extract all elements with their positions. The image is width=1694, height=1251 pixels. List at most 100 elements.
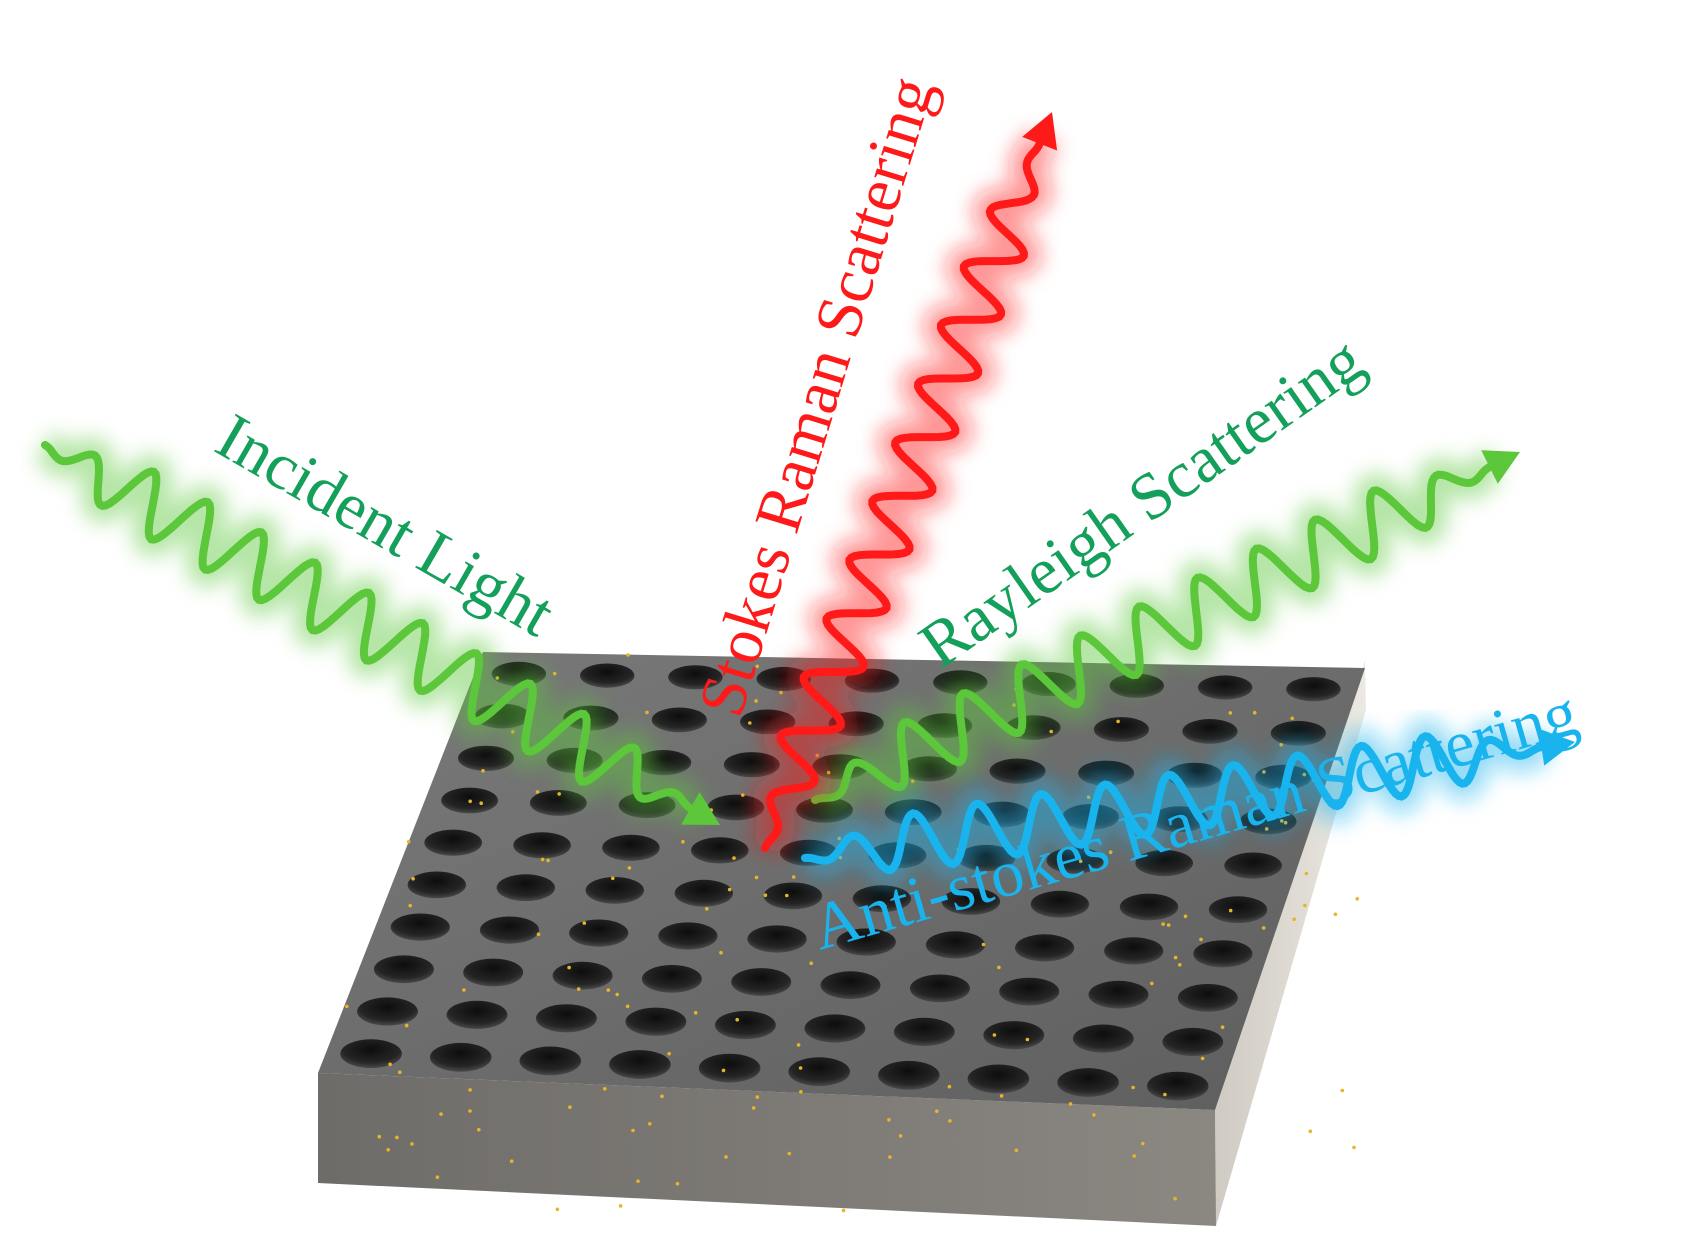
particle-dot <box>411 876 415 881</box>
particle-dot <box>798 1066 803 1070</box>
pore-hole <box>1208 896 1268 924</box>
particle-dot <box>755 1095 760 1099</box>
particle-dot <box>576 987 581 991</box>
pore-hole <box>513 832 571 859</box>
pore-hole <box>602 834 660 861</box>
particle-dot <box>935 1109 939 1113</box>
particle-dot <box>567 965 571 970</box>
particle-dot <box>395 1135 399 1140</box>
pore-hole <box>983 1021 1045 1050</box>
pore-hole <box>496 874 555 902</box>
particle-dot <box>1049 729 1053 734</box>
pore-hole <box>925 931 986 959</box>
particle-dot <box>462 988 466 992</box>
particle-dot <box>345 1004 349 1009</box>
particle-dot <box>1252 710 1257 715</box>
particle-dot <box>1183 914 1188 919</box>
particle-dot <box>667 1051 671 1056</box>
particle-dot <box>568 1105 572 1109</box>
particle-dot <box>1014 1148 1019 1153</box>
substrate-front-face <box>318 1073 1216 1226</box>
pore-hole <box>1057 1068 1119 1097</box>
pore-hole <box>552 961 613 990</box>
particle-dot <box>1303 903 1307 908</box>
particle-dot <box>552 671 557 676</box>
particle-dot <box>796 1043 801 1047</box>
pore-hole <box>1270 720 1326 746</box>
particle-dot <box>724 1155 728 1159</box>
particle-dot <box>1141 1141 1145 1146</box>
particle-dot <box>398 1070 402 1075</box>
particle-dot <box>741 793 745 797</box>
particle-dot <box>1200 1056 1205 1061</box>
wave-layer <box>35 112 1575 888</box>
pore-hole <box>989 758 1046 784</box>
particle-dot <box>981 942 986 947</box>
particle-dot <box>1068 1102 1073 1106</box>
particle-dot <box>675 1181 680 1186</box>
pore-hole <box>424 829 483 856</box>
antistokes-raman-wave <box>801 732 1553 875</box>
particle-dot <box>1199 937 1203 942</box>
pore-hole <box>788 1057 850 1087</box>
particle-dot <box>540 857 545 862</box>
particle-dot <box>1290 716 1294 721</box>
pore-hole <box>585 877 644 904</box>
pore-hole <box>941 888 1001 915</box>
particle-dot <box>754 875 759 880</box>
pore-hole <box>698 1053 761 1083</box>
particle-dot <box>645 710 649 715</box>
particle-dot <box>557 792 561 796</box>
particle-dot <box>1161 922 1165 926</box>
pore-hole <box>536 1004 597 1033</box>
particle-dot <box>1025 1037 1030 1042</box>
particle-dot <box>1178 963 1182 967</box>
particle-dot <box>809 961 813 965</box>
antistokes-arrowhead <box>1538 728 1575 766</box>
pore-hole <box>463 958 524 987</box>
pore-hole <box>1072 1024 1134 1053</box>
particle-dot <box>615 992 619 997</box>
pore-hole <box>407 871 466 899</box>
pore-hole <box>1104 937 1164 965</box>
particle-dot <box>582 921 587 925</box>
pore-hole <box>625 1007 687 1036</box>
particle-dot <box>555 1207 560 1212</box>
pore-hole <box>458 745 514 771</box>
pore-hole <box>1286 677 1341 702</box>
pore-hole <box>1146 1071 1209 1101</box>
particle-dot <box>1308 1129 1313 1134</box>
particle-dot <box>406 839 411 844</box>
particle-dot <box>785 893 789 898</box>
particle-dot <box>779 690 783 695</box>
particle-dot <box>732 856 736 860</box>
particle-dot <box>681 839 685 844</box>
pore-hole <box>909 974 970 1003</box>
pore-hole <box>967 1064 1030 1094</box>
particle-dot <box>948 1119 952 1123</box>
pore-hole <box>763 882 823 910</box>
pore-hole <box>747 925 807 953</box>
particle-dot <box>787 1151 792 1156</box>
pore-hole <box>1119 893 1179 921</box>
pore-hole <box>1193 940 1253 968</box>
particle-dot <box>1173 1196 1177 1201</box>
particle-dot <box>535 790 540 794</box>
particle-dot <box>625 1004 630 1009</box>
particle-dot <box>992 1033 997 1037</box>
particle-dot <box>468 1109 472 1113</box>
particle-dot <box>377 1134 382 1139</box>
particle-dot <box>603 1087 607 1091</box>
particle-dot <box>627 866 632 870</box>
particle-dot <box>1355 897 1359 901</box>
pore-hole <box>715 1011 776 1040</box>
pore-hole <box>446 1000 508 1029</box>
particle-dot <box>536 932 541 937</box>
particle-dot <box>618 1204 623 1208</box>
particle-dot <box>999 1094 1004 1098</box>
particle-dot <box>719 950 723 955</box>
particle-dot <box>1131 1085 1135 1090</box>
pore-hole <box>1135 850 1193 877</box>
